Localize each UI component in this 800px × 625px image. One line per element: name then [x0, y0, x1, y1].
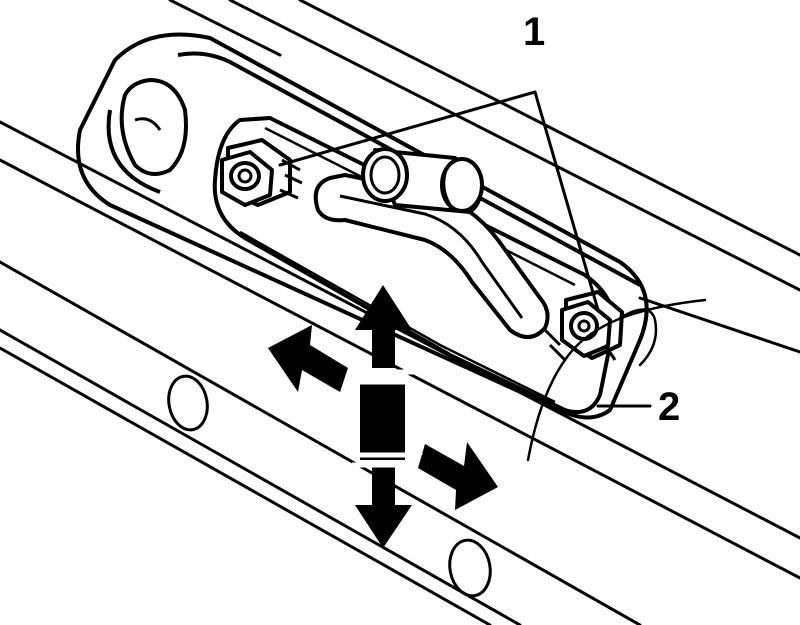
arrow-break-lines — [342, 369, 423, 468]
leader-lines — [278, 90, 652, 408]
cable-wire — [526, 298, 707, 462]
arrow-left — [268, 325, 348, 392]
callout-1: 1 — [523, 10, 545, 54]
callout-2: 2 — [658, 385, 680, 429]
rail-slots — [167, 374, 492, 598]
adjustment-pin — [361, 147, 484, 214]
arrow-down — [355, 465, 412, 548]
rail-slot-left — [167, 374, 209, 432]
bracket-housing — [76, 32, 649, 420]
bolt-upper-left — [220, 138, 303, 207]
arrow-right — [418, 442, 498, 510]
leader-1-to-bolt-lower-right — [533, 90, 600, 312]
arrow-up — [355, 285, 412, 368]
adjuster-guide-slot — [313, 173, 550, 339]
adjustment-direction-arrows — [268, 285, 498, 548]
housing-end-loop — [119, 77, 188, 176]
leader-1-to-bolt-upper-left — [278, 90, 537, 167]
arrow-center — [360, 380, 405, 460]
rail-slot-right — [448, 538, 492, 598]
